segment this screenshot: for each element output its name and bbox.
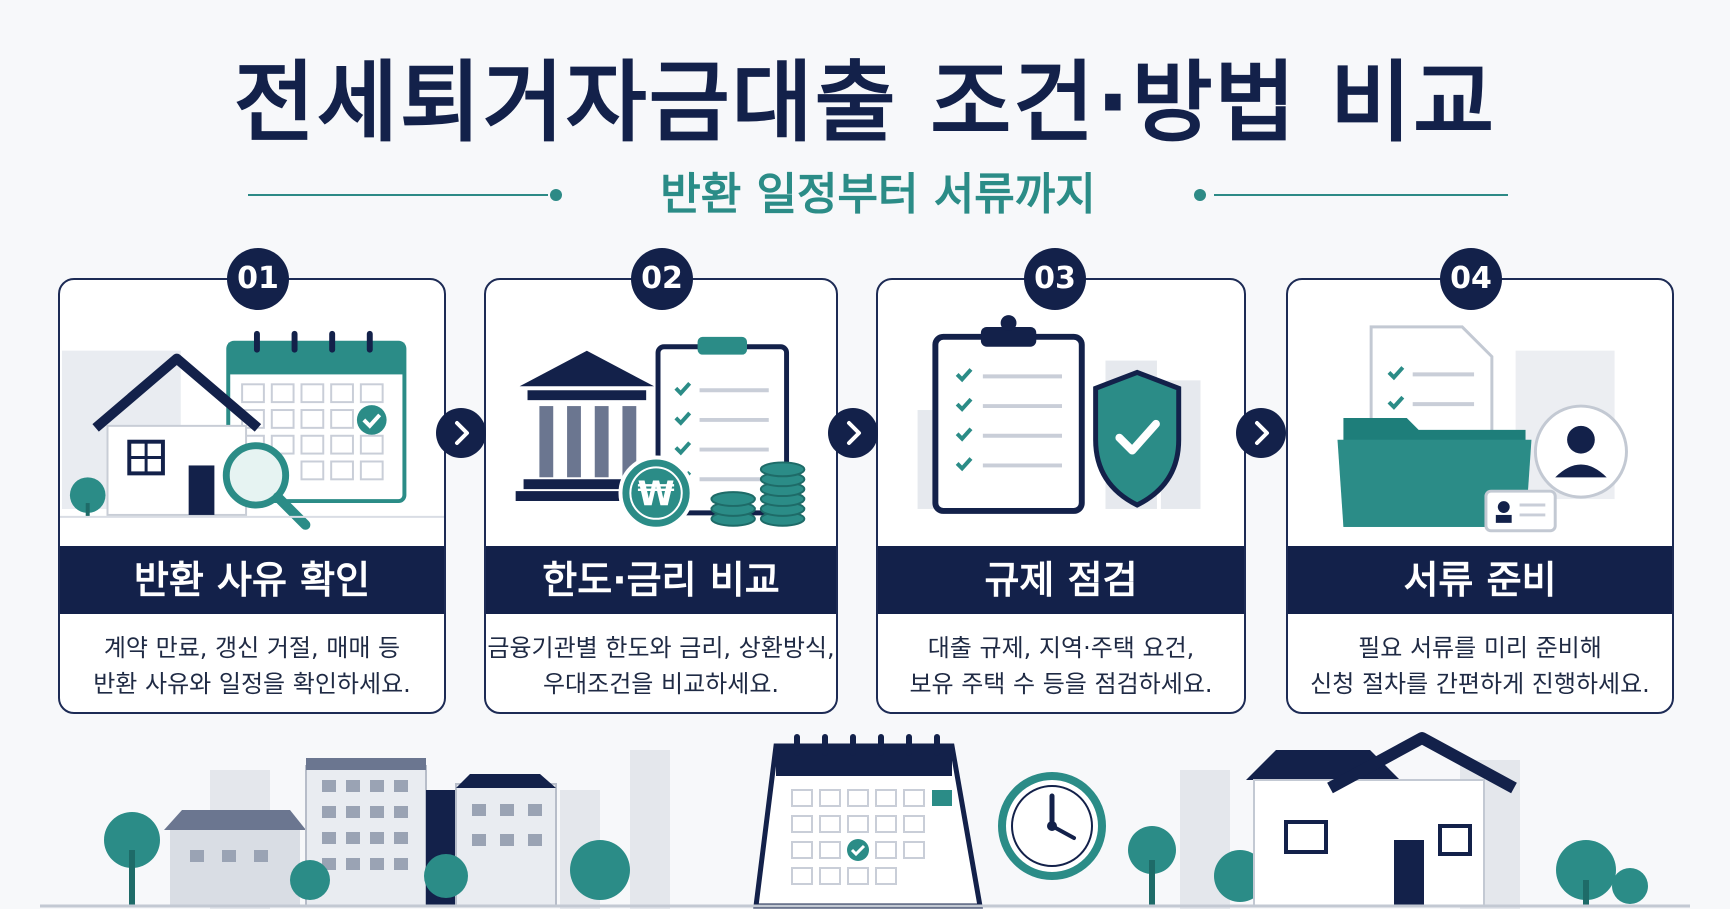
clipboard-checklist-icon	[932, 315, 1085, 514]
step-description-line: 신청 절차를 간편하게 진행하세요.	[1310, 670, 1650, 698]
step-description-line: 금융기관별 한도와 금리, 상환방식,	[487, 634, 835, 662]
step-description-line: 계약 만료, 갱신 거절, 매매 등	[103, 634, 401, 662]
step-description-line: 대출 규제, 지역·주택 요건,	[927, 634, 1195, 662]
step-description-line: 보유 주택 수 등을 점검하세요.	[909, 670, 1213, 698]
house-icon	[1246, 732, 1517, 907]
step-description: 금융기관별 한도와 금리, 상환방식, 우대조건을 비교하세요.	[486, 630, 836, 702]
step-card-1: 반환 사유 확인 계약 만료, 갱신 거절, 매매 등 반환 사유와 일정을 확…	[58, 278, 446, 714]
step-description: 계약 만료, 갱신 거절, 매매 등 반환 사유와 일정을 확인하세요.	[60, 630, 444, 702]
step-card-4: 서류 준비 필요 서류를 미리 준비해 신청 절차를 간편하게 진행하세요.	[1286, 278, 1674, 714]
subtitle-divider-left	[248, 194, 548, 196]
page-title: 전세퇴거자금대출 조건·방법 비교	[233, 51, 1497, 154]
step-card-3: 규제 점검 대출 규제, 지역·주택 요건, 보유 주택 수 등을 점검하세요.	[876, 278, 1246, 714]
user-id-card-icon	[1484, 404, 1628, 533]
page-subtitle: 반환 일정부터 서류까지	[660, 169, 1096, 220]
step-number-badge: 01	[227, 248, 289, 310]
step-title: 한도·금리 비교	[486, 546, 836, 614]
subtitle-row: 반환 일정부터 서류까지	[248, 172, 1508, 228]
step-description: 필요 서류를 미리 준비해 신청 절차를 간편하게 진행하세요.	[1288, 630, 1672, 702]
subtitle-dot-left	[550, 189, 562, 201]
tree-icon	[69, 477, 106, 517]
step-number-badge: 04	[1440, 248, 1502, 310]
subtitle-dot-right	[1194, 189, 1206, 201]
chevron-right-icon	[436, 408, 486, 458]
calendar-icon	[753, 734, 983, 909]
folder-icon	[1337, 417, 1532, 527]
step-number-badge: 02	[631, 248, 693, 310]
subtitle-divider-right	[1214, 194, 1508, 196]
step-3-illustration	[917, 315, 1201, 514]
house-icon	[92, 353, 262, 516]
step-2-illustration: ₩	[515, 336, 806, 531]
step-1-illustration	[60, 330, 444, 530]
step-description-line: 반환 사유와 일정을 확인하세요.	[93, 670, 411, 698]
step-number-badge: 03	[1024, 248, 1086, 310]
step-card-2: ₩ 한도·금리 비교 금융기관별 한도와 금리, 상환방식, 우대조건을 비교하…	[484, 278, 838, 714]
shield-check-icon	[1093, 369, 1182, 508]
magnifier-icon	[222, 442, 311, 530]
bottom-scene-illustration	[40, 732, 1690, 909]
chevron-right-icon	[828, 408, 878, 458]
svg-text:₩: ₩	[638, 474, 675, 513]
step-description-line: 우대조건을 비교하세요.	[542, 670, 780, 698]
bank-icon	[515, 350, 659, 501]
step-4-illustration	[1337, 325, 1628, 533]
step-title: 반환 사유 확인	[60, 546, 444, 614]
chevron-right-icon	[1236, 408, 1286, 458]
step-title: 서류 준비	[1288, 546, 1672, 614]
coin-stack-icon	[710, 461, 806, 527]
step-title: 규제 점검	[878, 546, 1244, 614]
clock-icon	[998, 772, 1106, 880]
step-description: 대출 규제, 지역·주택 요건, 보유 주택 수 등을 점검하세요.	[878, 630, 1244, 702]
won-coin-icon: ₩	[618, 455, 694, 531]
step-description-line: 필요 서류를 미리 준비해	[1358, 634, 1602, 662]
